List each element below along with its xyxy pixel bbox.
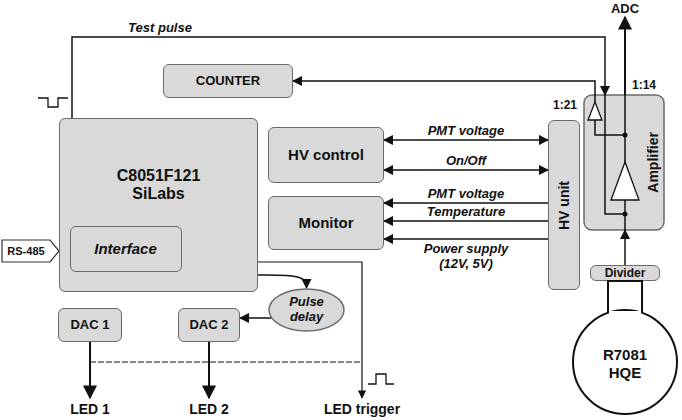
amp-output-wire <box>624 95 626 162</box>
pmt-bulb: R7081 HQE <box>570 281 680 416</box>
adc-arrow <box>624 17 626 95</box>
bulb-glass <box>573 310 677 414</box>
hv-control-box: HV control <box>268 127 384 183</box>
buffer-output-wire <box>594 95 596 102</box>
negative-pulse-symbol <box>38 98 68 107</box>
node-label: Interface <box>94 240 157 257</box>
divider-box: Divider <box>590 265 660 281</box>
trigger-bus <box>90 361 362 362</box>
dac-box: DAC 2 <box>178 308 240 342</box>
amplifier-box: Amplifier <box>584 95 664 230</box>
monitor-box: Monitor <box>268 196 384 250</box>
node-label: DAC 2 <box>189 318 228 333</box>
dac-box: DAC 1 <box>58 308 122 342</box>
ratio-label: 1:21 <box>553 98 577 113</box>
signal-label: PMT voltage <box>426 123 507 138</box>
signal-connector <box>240 317 272 319</box>
output-name: LED trigger <box>324 402 400 417</box>
bulb-joint <box>609 311 641 325</box>
signal-label: PMT voltage <box>426 186 507 201</box>
main-amplifier-triangle <box>611 162 639 200</box>
output-name: LED 1 <box>70 402 110 417</box>
signal-label: Power supply (12V, 5V) <box>414 241 518 271</box>
signal-label: On/Off <box>444 153 488 168</box>
pulse-delay-ellipse: Pulse delay <box>268 288 345 332</box>
node-label: R7081 HQE <box>585 346 665 381</box>
microcontroller-box: C8051F121 SiLabsInterface <box>59 118 258 292</box>
signal-label: Test pulse <box>126 20 194 35</box>
counter-box: COUNTER <box>163 64 293 98</box>
amplifier-housing <box>584 95 664 230</box>
ratio-label: 1:14 <box>632 78 656 93</box>
led2-line <box>208 342 210 398</box>
output-signal-name: ADC <box>611 1 639 16</box>
signal-connector <box>293 81 595 95</box>
ellipse-shape <box>269 289 344 331</box>
junction-dot <box>623 212 628 217</box>
node-label: Monitor <box>299 214 354 231</box>
node-label: Amplifier <box>645 132 661 193</box>
node-label: DAC 1 <box>70 318 109 333</box>
rs485-port-symbol <box>2 240 59 262</box>
signal-connector <box>384 220 548 222</box>
node-label: COUNTER <box>196 74 260 89</box>
test-pulse-wire <box>605 95 625 214</box>
output-name: LED 2 <box>189 402 229 417</box>
positive-pulse-symbol <box>368 374 394 384</box>
node-label: C8051F121 SiLabs <box>94 167 224 204</box>
signal-connector <box>258 275 307 288</box>
node-label: HV unit <box>556 181 572 230</box>
signal-connector <box>624 230 626 265</box>
signal-connector <box>384 238 548 240</box>
bulb-neck <box>608 281 642 324</box>
counter-buffer-triangle <box>588 102 602 120</box>
node-label: HV control <box>288 146 364 163</box>
hv-unit-box: HV unit <box>548 120 580 290</box>
node-label: Pulse delay <box>277 295 337 325</box>
led1-line <box>89 342 91 398</box>
signal-label: Temperature <box>425 204 507 219</box>
node-label: Divider <box>605 267 646 279</box>
port-name: RS-485 <box>7 244 44 259</box>
signal-connector <box>384 169 548 171</box>
signal-connector <box>384 139 548 141</box>
branch-wire <box>595 120 625 135</box>
signal-connector <box>72 37 605 118</box>
interface-box: Interface <box>70 226 182 272</box>
led-trigger-line <box>258 262 362 398</box>
